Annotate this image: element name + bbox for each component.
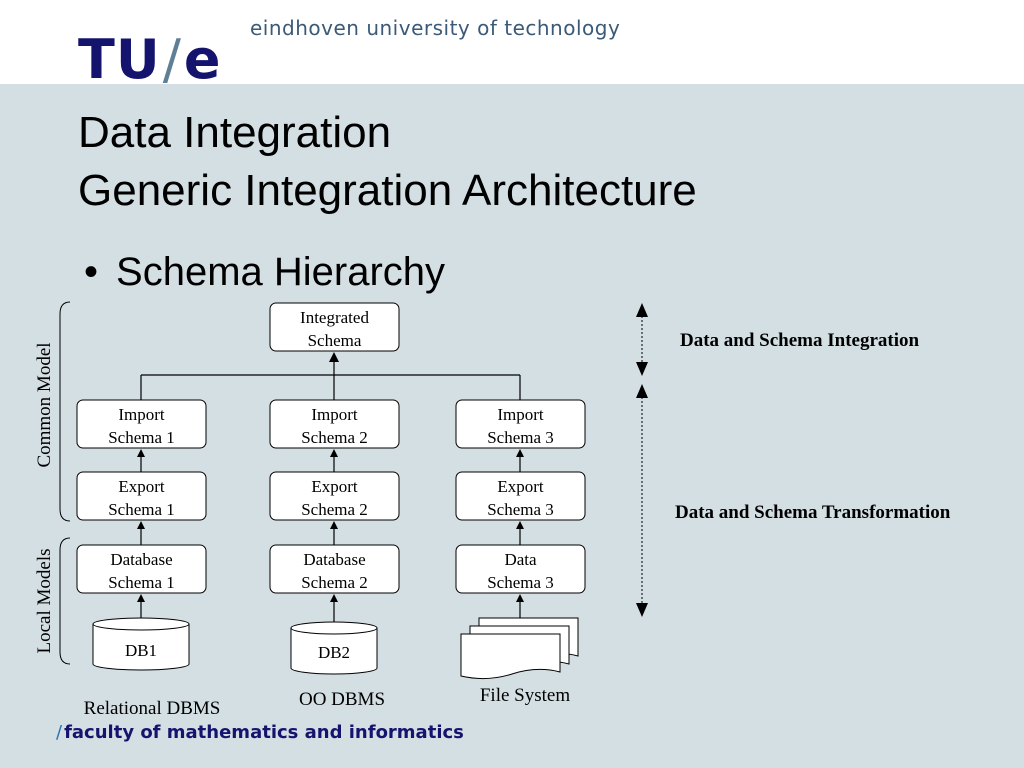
title-line-1: Data Integration xyxy=(78,108,392,157)
import-schema-3-box: Import Schema 3 xyxy=(455,399,586,449)
export-schema-3-line1: Export xyxy=(497,477,544,496)
import-schema-1-line2: Schema 1 xyxy=(108,428,175,447)
database-schema-1-line2: Schema 1 xyxy=(108,573,175,592)
import-schema-1-box: Import Schema 1 xyxy=(76,399,207,449)
integration-label: Data and Schema Integration xyxy=(680,330,920,351)
column-arrows xyxy=(140,456,521,622)
tree-connector xyxy=(140,356,521,400)
logo-slash: / xyxy=(162,28,182,91)
arrow-to-integrated xyxy=(329,352,339,362)
import-schema-3-line1: Import xyxy=(497,405,544,424)
database-schema-2-box: Database Schema 2 xyxy=(269,544,400,594)
integration-range-arrow xyxy=(636,303,648,376)
export-schema-2-box: Export Schema 2 xyxy=(269,471,400,521)
local-models-bracket xyxy=(59,537,71,665)
document-stack-icon xyxy=(460,617,579,680)
db2-cylinder: DB2 xyxy=(290,621,378,675)
export-schema-1-line2: Schema 1 xyxy=(108,500,175,519)
slide-title: Data Integration Generic Integration Arc… xyxy=(78,104,697,220)
faculty-footer: /faculty of mathematics and informatics xyxy=(56,722,464,743)
db1-cylinder: DB1 xyxy=(92,617,190,671)
integrated-schema-line1: Integrated xyxy=(300,308,369,327)
import-schema-2-line2: Schema 2 xyxy=(301,428,368,447)
common-model-label: Common Model xyxy=(34,342,55,467)
import-schema-2-box: Import Schema 2 xyxy=(269,399,400,449)
local-models-label: Local Models xyxy=(34,548,55,653)
header-band xyxy=(0,0,1024,84)
export-schema-2-line1: Export xyxy=(311,477,358,496)
bullet-item: • Schema Hierarchy xyxy=(84,250,445,295)
footer-slash: / xyxy=(56,722,63,743)
title-line-2: Generic Integration Architecture xyxy=(78,166,697,215)
footer-text: faculty of mathematics and informatics xyxy=(64,722,464,743)
transformation-range-arrow xyxy=(636,384,648,617)
common-model-bracket xyxy=(59,301,71,522)
database-schema-1-line1: Database xyxy=(110,550,172,569)
university-name: eindhoven university of technology xyxy=(250,16,621,40)
export-schema-2-line2: Schema 2 xyxy=(301,500,368,519)
oo-dbms-label: OO DBMS xyxy=(299,689,385,710)
logo-tu: TU xyxy=(78,28,161,91)
relational-dbms-label: Relational DBMS xyxy=(84,698,221,719)
db1-label: DB1 xyxy=(125,641,157,660)
database-schema-2-line1: Database xyxy=(303,550,365,569)
export-schema-3-line2: Schema 3 xyxy=(487,500,554,519)
integrated-schema-box: Integrated Schema xyxy=(269,302,400,352)
export-schema-3-box: Export Schema 3 xyxy=(455,471,586,521)
file-system-label: File System xyxy=(480,685,570,706)
import-schema-2-line1: Import xyxy=(311,405,358,424)
logo-e: e xyxy=(183,28,222,91)
db2-label: DB2 xyxy=(318,643,350,662)
export-schema-1-box: Export Schema 1 xyxy=(76,471,207,521)
database-schema-1-box: Database Schema 1 xyxy=(76,544,207,594)
transformation-label: Data and Schema Transformation xyxy=(675,502,951,523)
import-schema-3-line2: Schema 3 xyxy=(487,428,554,447)
integrated-schema-line2: Schema xyxy=(308,331,362,350)
import-schema-1-line1: Import xyxy=(118,405,165,424)
database-schema-2-line2: Schema 2 xyxy=(301,573,368,592)
bullet-marker: • xyxy=(84,250,99,294)
data-schema-3-line1: Data xyxy=(504,550,537,569)
data-schema-3-line2: Schema 3 xyxy=(487,573,554,592)
data-schema-3-box: Data Schema 3 xyxy=(455,544,586,594)
column-arrowheads xyxy=(137,449,524,602)
export-schema-1-line1: Export xyxy=(118,477,165,496)
tue-logo: TU/e xyxy=(78,28,222,92)
bullet-text: Schema Hierarchy xyxy=(116,250,446,294)
